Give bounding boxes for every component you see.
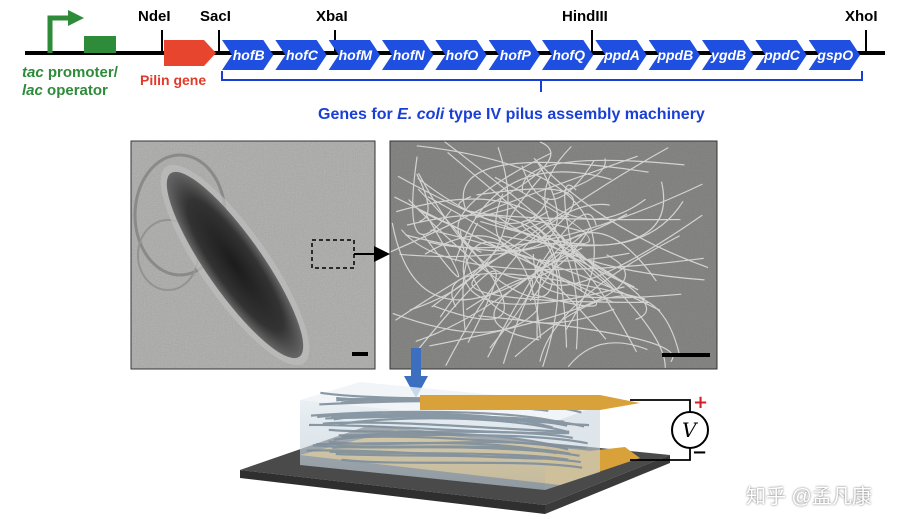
nanowire	[332, 445, 580, 457]
gene-arrow-ppdA	[595, 40, 647, 70]
site-xbai: XbaI	[316, 8, 348, 25]
gene-label-hofO: hofO	[445, 47, 479, 63]
cell-micrograph	[130, 140, 376, 370]
gene-arrow-hofC	[275, 40, 327, 70]
promoter-label: tac promoter/ lac operator	[22, 64, 118, 99]
nanowire	[333, 435, 587, 449]
pilin-gene-arrow	[164, 40, 216, 66]
plus-terminal: +	[693, 392, 709, 413]
gene-arrow-hofO	[435, 40, 487, 70]
nanowire	[338, 433, 588, 445]
nanowire	[335, 452, 581, 464]
gene-label-hofM: hofM	[338, 47, 373, 63]
scale-bar-left	[352, 352, 368, 356]
blue-down-arrow	[404, 348, 428, 398]
gene-label-hofP: hofP	[499, 47, 531, 63]
site-ndei: NdeI	[138, 8, 171, 25]
nanowire	[328, 428, 573, 439]
minus-terminal: −	[692, 442, 708, 463]
pili-micrograph	[389, 140, 718, 370]
gene-label-hofN: hofN	[392, 47, 425, 63]
tac-promoter-symbol	[47, 10, 84, 53]
gene-arrow-hofM	[328, 40, 380, 70]
lac-operator-box	[84, 36, 116, 53]
gene-label-hofQ: hofQ	[552, 47, 585, 63]
gene-arrow-hofQ	[542, 40, 594, 70]
nanowire	[341, 458, 583, 469]
nanowire	[308, 423, 570, 435]
gene-label-hofB: hofB	[232, 47, 265, 63]
gene-bracket	[221, 71, 863, 92]
genes-caption: Genes for E. coli type IV pilus assembly…	[318, 106, 705, 123]
gene-arrow-gspO	[808, 40, 860, 70]
site-hindiii: HindIII	[562, 8, 608, 25]
gene-arrow-ppdB	[648, 40, 700, 70]
site-saci: SacI	[200, 8, 231, 25]
site-xhoi: XhoI	[845, 8, 878, 25]
gene-arrow-ygdB	[702, 40, 754, 70]
gene-arrows	[222, 40, 860, 70]
gene-arrow-hofN	[382, 40, 434, 70]
gene-label-ygdB: ygdB	[711, 47, 747, 63]
gene-label-gspO: gspO	[817, 47, 854, 63]
nanowire	[310, 410, 566, 425]
gene-arrow-hofP	[488, 40, 540, 70]
nanowire	[328, 440, 569, 451]
gene-label-ppdA: ppdA	[604, 47, 640, 63]
gene-label-ppdC: ppdC	[764, 47, 800, 63]
voltmeter-symbol: V	[682, 418, 697, 442]
top-electrode	[420, 395, 640, 410]
scale-bar-right	[662, 353, 710, 357]
nanowire	[329, 450, 569, 461]
gene-arrow-hofB	[222, 40, 274, 70]
voltmeter	[671, 411, 709, 449]
gene-label-hofC: hofC	[286, 47, 318, 63]
gene-arrow-ppdC	[755, 40, 807, 70]
gene-label-ppdB: ppdB	[657, 47, 694, 63]
device-illustration	[240, 382, 709, 514]
nanowire	[338, 417, 570, 434]
watermark: 知乎 @孟凡康	[746, 486, 872, 508]
pilin-gene-label: Pilin gene	[140, 72, 207, 88]
